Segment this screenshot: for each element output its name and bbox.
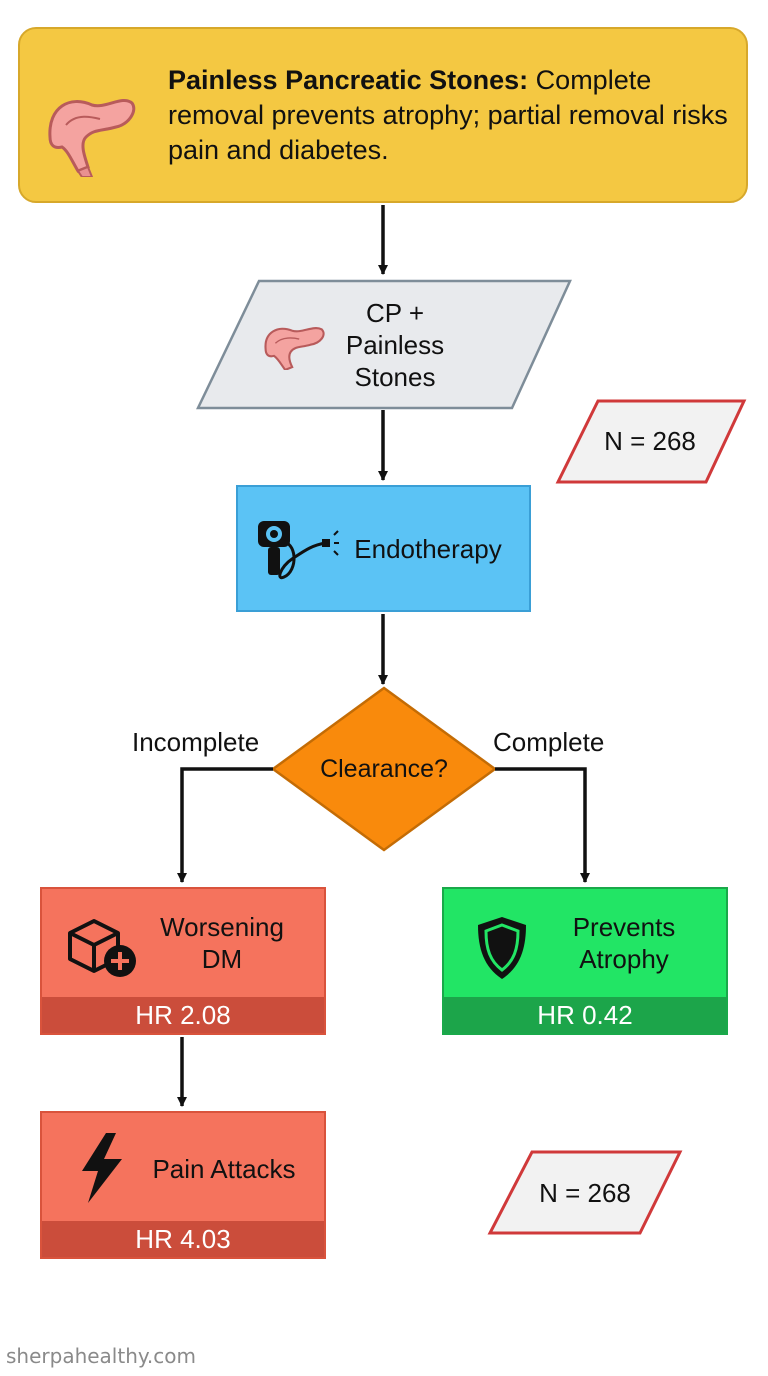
n-badge-2-label: N = 268 (539, 1178, 631, 1208)
worsening-line-2: DM (201, 944, 243, 974)
worsening-line-1: Worsening (160, 912, 284, 942)
worsening-hr: HR 2.08 (42, 997, 324, 1033)
pancreas-icon (40, 77, 140, 182)
endotherapy-label: Endotherapy (354, 534, 502, 564)
prevents-label: Prevents Atrophy (544, 911, 704, 975)
prevents-line-1: Prevents (572, 912, 676, 942)
input-parallelogram (196, 279, 572, 410)
input-line-3: Stones (354, 362, 436, 392)
n-badge-shape-1 (555, 399, 747, 484)
n-badge-1-label: N = 268 (604, 426, 696, 456)
input-label: CP + Painless Stones (320, 297, 470, 393)
decision-label: Clearance? (320, 755, 448, 783)
edge-incomplete (177, 767, 273, 883)
prevents-line-2: Atrophy (579, 944, 669, 974)
prevents-hr: HR 0.42 (444, 997, 726, 1033)
pancreas-icon (260, 318, 330, 375)
pain-attacks-box: Pain Attacks HR 4.03 (40, 1111, 326, 1259)
pain-label: Pain Attacks (152, 1154, 296, 1184)
endotherapy-box: Endotherapy (236, 485, 531, 612)
summary-body: Complete removal prevents atrophy; parti… (168, 65, 728, 165)
box-plus-icon (64, 915, 140, 986)
prevents-atrophy-box: Prevents Atrophy HR 0.42 (442, 887, 728, 1035)
worsening-label: Worsening DM (142, 911, 302, 975)
summary-banner: Painless Pancreatic Stones: Complete rem… (18, 27, 748, 203)
summary-title: Painless Pancreatic Stones: (168, 65, 529, 95)
lightning-icon (76, 1131, 126, 1210)
endoscope-icon (254, 511, 340, 592)
n-badge-shape-2 (487, 1150, 683, 1235)
watermark: sherpahealthy.com (6, 1344, 196, 1368)
pain-hr: HR 4.03 (42, 1221, 324, 1257)
decision-diamond (270, 686, 498, 852)
shield-icon (472, 913, 532, 988)
edge-label-incomplete: Incomplete (132, 727, 260, 757)
edge-label-complete: Complete (493, 727, 605, 757)
worsening-dm-box: Worsening DM HR 2.08 (40, 887, 326, 1035)
edge-complete (495, 767, 590, 883)
summary-text: Painless Pancreatic Stones: Complete rem… (168, 63, 738, 168)
input-line-2: Painless (345, 330, 445, 360)
input-line-1: CP + (365, 298, 425, 328)
